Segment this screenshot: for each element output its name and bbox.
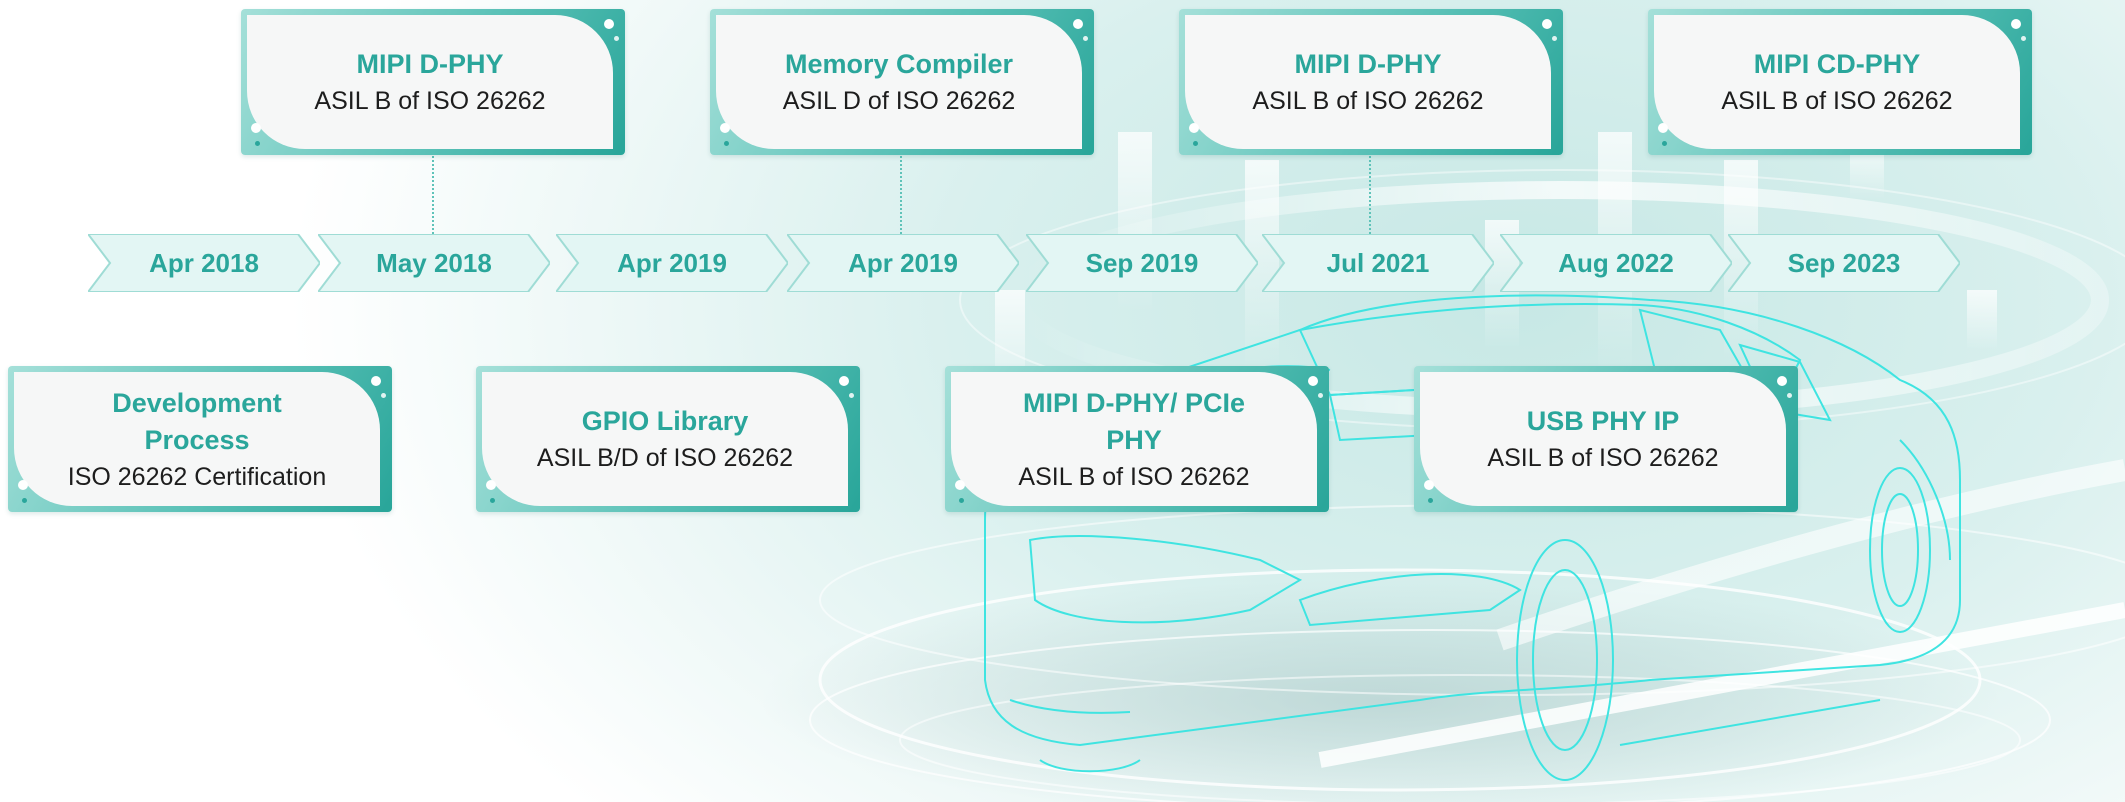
timeline-date: Sep 2023 (1787, 248, 1901, 278)
decor-dot (1787, 393, 1792, 398)
timeline-item: Apr 2019 (787, 234, 1019, 292)
decor-dot (1318, 393, 1323, 398)
chevron-arrow-icon (787, 234, 1019, 292)
card-subtitle: ASIL B of ISO 26262 (314, 87, 546, 115)
timeline-item: May 2018 (318, 234, 550, 292)
decor-dot (18, 480, 28, 490)
card-face: MIPI D-PHY ASIL B of ISO 26262 (247, 15, 613, 149)
decor-dot (1552, 36, 1557, 41)
card-face: USB PHY IP ASIL B of ISO 26262 (1420, 372, 1786, 506)
decor-dot (371, 376, 381, 386)
decor-dot (955, 480, 965, 490)
card-subtitle: ASIL B of ISO 26262 (1721, 87, 1953, 115)
decor-dot (251, 123, 261, 133)
chevron-arrow-icon (556, 234, 788, 292)
decor-dot (1424, 480, 1434, 490)
card-subtitle: ASIL B/D of ISO 26262 (536, 444, 794, 472)
timeline-item: Apr 2018 (88, 234, 320, 292)
timeline-date: Sep 2019 (1085, 248, 1199, 278)
decor-dot (2021, 36, 2026, 41)
card-title: Development Process (112, 387, 282, 455)
card-title: USB PHY IP (1526, 406, 1680, 436)
milestone-card: MIPI D-PHY ASIL B of ISO 26262 (241, 9, 625, 155)
decor-dot (22, 498, 27, 503)
timeline-item: Jul 2021 (1262, 234, 1494, 292)
timeline-item: Sep 2019 (1026, 234, 1258, 292)
milestone-card: Development Process ISO 26262 Certificat… (8, 366, 392, 512)
chevron-arrow-icon (1728, 234, 1960, 292)
chevron-arrow-icon (318, 234, 550, 292)
milestone-card: Memory Compiler ASIL D of ISO 26262 (710, 9, 1094, 155)
timeline-date: Apr 2019 (617, 248, 727, 278)
milestone-card: MIPI CD-PHY ASIL B of ISO 26262 (1648, 9, 2032, 155)
card-face: MIPI D-PHY/ PCIe PHY ASIL B of ISO 26262 (951, 372, 1317, 506)
timeline-date: Aug 2022 (1558, 248, 1674, 278)
card-title: GPIO Library (581, 406, 749, 436)
timeline-date: Apr 2019 (848, 248, 958, 278)
card-face: Memory Compiler ASIL D of ISO 26262 (716, 15, 1082, 149)
decor-dot (1777, 376, 1787, 386)
card-title: MIPI D-PHY/ PCIe PHY (1022, 387, 1246, 455)
card-title: MIPI D-PHY (1294, 49, 1442, 79)
decor-dot (2011, 19, 2021, 29)
decor-dot (1073, 19, 1083, 29)
timeline-item: Sep 2023 (1728, 234, 1960, 292)
decor-dot (1428, 498, 1433, 503)
decor-dot (490, 498, 495, 503)
chevron-arrow-icon (88, 234, 320, 292)
decor-dot (1658, 123, 1668, 133)
chevron-arrow-icon (1262, 234, 1494, 292)
decor-dot (839, 376, 849, 386)
decor-dot (724, 141, 729, 146)
timeline-date: May 2018 (376, 248, 492, 278)
card-face: MIPI CD-PHY ASIL B of ISO 26262 (1654, 15, 2020, 149)
decor-dot (1542, 19, 1552, 29)
decor-dot (604, 19, 614, 29)
card-title: MIPI CD-PHY (1753, 49, 1921, 79)
card-subtitle: ASIL B of ISO 26262 (1252, 87, 1484, 115)
decor-dot (1308, 376, 1318, 386)
timeline-date: Apr 2018 (149, 248, 259, 278)
decor-dot (849, 393, 854, 398)
decor-dot (1189, 123, 1199, 133)
decor-dot (381, 393, 386, 398)
decor-dot (1193, 141, 1198, 146)
card-face: Development Process ISO 26262 Certificat… (14, 372, 380, 506)
decor-dot (959, 498, 964, 503)
connector-apr-2019 (900, 156, 902, 234)
card-face: GPIO Library ASIL B/D of ISO 26262 (482, 372, 848, 506)
card-subtitle: ISO 26262 Certification (67, 462, 327, 491)
card-title: Memory Compiler (784, 49, 1014, 79)
decor-dot (1083, 36, 1088, 41)
decor-dot (255, 141, 260, 146)
timeline-date: Jul 2021 (1326, 248, 1430, 278)
card-title: MIPI D-PHY (356, 49, 504, 79)
milestone-card: MIPI D-PHY/ PCIe PHY ASIL B of ISO 26262 (945, 366, 1329, 512)
card-subtitle: ASIL D of ISO 26262 (782, 87, 1016, 115)
timeline-item: Apr 2019 (556, 234, 788, 292)
decor-dot (720, 123, 730, 133)
connector-jul-2021 (1369, 156, 1371, 234)
card-subtitle: ASIL B of ISO 26262 (1018, 462, 1250, 491)
card-subtitle: ASIL B of ISO 26262 (1487, 444, 1719, 472)
connector-may-2018 (432, 156, 434, 234)
decor-dot (1662, 141, 1667, 146)
chevron-arrow-icon (1026, 234, 1258, 292)
timeline-item: Aug 2022 (1500, 234, 1732, 292)
chevron-arrow-icon (1500, 234, 1732, 292)
decor-dot (614, 36, 619, 41)
milestone-card: USB PHY IP ASIL B of ISO 26262 (1414, 366, 1798, 512)
decor-dot (486, 480, 496, 490)
milestone-card: GPIO Library ASIL B/D of ISO 26262 (476, 366, 860, 512)
card-face: MIPI D-PHY ASIL B of ISO 26262 (1185, 15, 1551, 149)
milestone-card: MIPI D-PHY ASIL B of ISO 26262 (1179, 9, 1563, 155)
rings (760, 169, 2125, 802)
